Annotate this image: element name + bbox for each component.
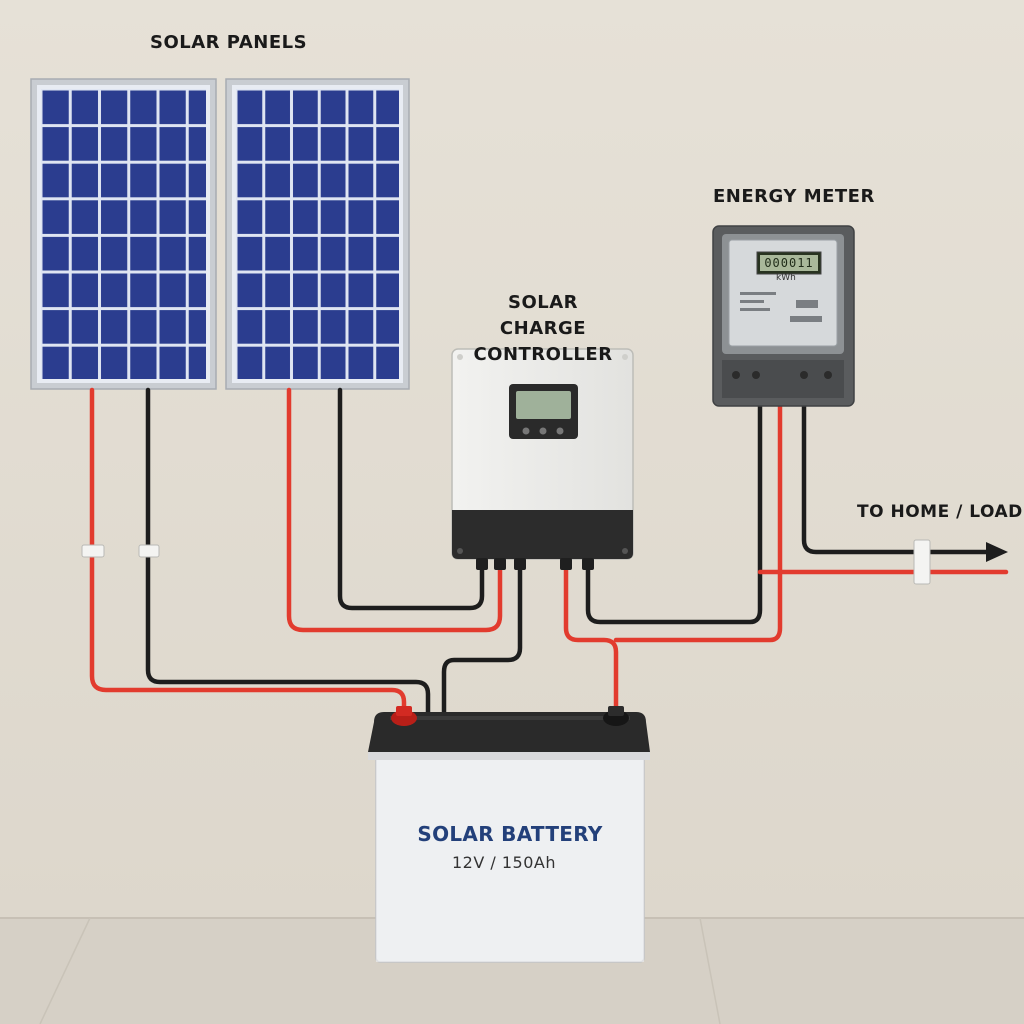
meter-load-negative-wire: [801, 402, 995, 555]
energy-meter: [712, 225, 855, 407]
meter-unit: kWh: [776, 273, 796, 283]
battery-spec: 12V / 150Ah: [452, 853, 556, 872]
meter-reading: 000011: [764, 256, 814, 270]
controller-battery-positive-wire: [563, 563, 619, 715]
solar-panel-1: [30, 78, 217, 390]
cable-clips: [81, 539, 931, 585]
panel2-positive-wire: [286, 387, 503, 633]
solar-panel-2: [225, 78, 410, 390]
battery-negative-terminal: [603, 706, 629, 726]
controller-button-1[interactable]: [522, 427, 530, 435]
solar-panels-label: SOLAR PANELS: [150, 32, 308, 53]
solar-battery: [368, 706, 650, 963]
energy-meter-label: ENERGY METER: [713, 186, 875, 207]
controller-button-3[interactable]: [556, 427, 564, 435]
panel2-negative-wire: [337, 387, 485, 611]
battery-name: SOLAR BATTERY: [417, 822, 603, 846]
controller-meter-negative-wire: [585, 402, 763, 625]
controller-meter-positive-wire: [613, 402, 783, 643]
to-load-label: TO HOME / LOAD: [857, 502, 1023, 522]
battery-positive-terminal: [391, 706, 417, 726]
controller-battery-negative-wire: [441, 563, 523, 719]
to-load-arrow: [986, 542, 1008, 562]
charge-controller: [451, 348, 634, 570]
panel1-positive-wire: [89, 387, 407, 715]
controller-button-2[interactable]: [539, 427, 547, 435]
charge-controller-label: SOLAR CHARGE CONTROLLER: [473, 292, 613, 365]
panel1-negative-wire: [145, 387, 431, 719]
